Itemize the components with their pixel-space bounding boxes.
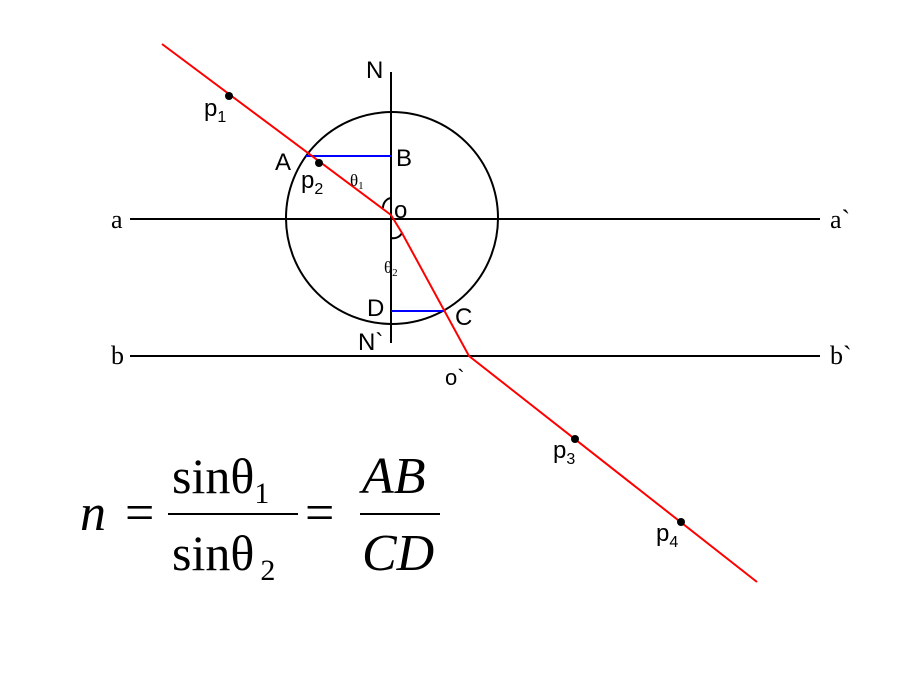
label-p4: p4 (656, 520, 678, 551)
light-ray (161, 43, 758, 583)
label-p3: p3 (553, 437, 575, 468)
label-N-prime: N` (358, 329, 383, 356)
label-b: b (111, 341, 124, 370)
angle-arc-theta1 (381, 197, 392, 209)
label-o-prime: o` (445, 365, 465, 390)
label-N: N (366, 57, 383, 84)
label-b-prime: b` (830, 341, 852, 370)
angle-arc-theta2 (390, 232, 403, 240)
pin-p2 (315, 159, 323, 167)
formula-equals-2: = (305, 485, 334, 542)
pin-p4 (677, 518, 685, 526)
label-theta1: θ1 (350, 171, 364, 192)
formula-ab: AB (359, 448, 426, 505)
reference-circle (285, 111, 499, 325)
label-o: o (394, 197, 407, 224)
formula-cd: CD (362, 525, 434, 582)
label-A: A (275, 149, 291, 176)
label-a: a (111, 205, 123, 234)
label-p2: p2 (301, 167, 323, 198)
pin-p1 (225, 92, 233, 100)
label-a-prime: a` (830, 205, 850, 234)
formula-n: n (80, 485, 106, 542)
label-C: C (455, 304, 472, 331)
pin-p3 (571, 435, 579, 443)
formula-equals-1: = (125, 485, 154, 542)
label-D: D (367, 295, 384, 322)
label-p1: p1 (204, 95, 226, 126)
label-theta2: θ2 (384, 258, 398, 279)
formula-numerator: sinθ1 (172, 448, 269, 510)
label-B: B (396, 145, 412, 172)
